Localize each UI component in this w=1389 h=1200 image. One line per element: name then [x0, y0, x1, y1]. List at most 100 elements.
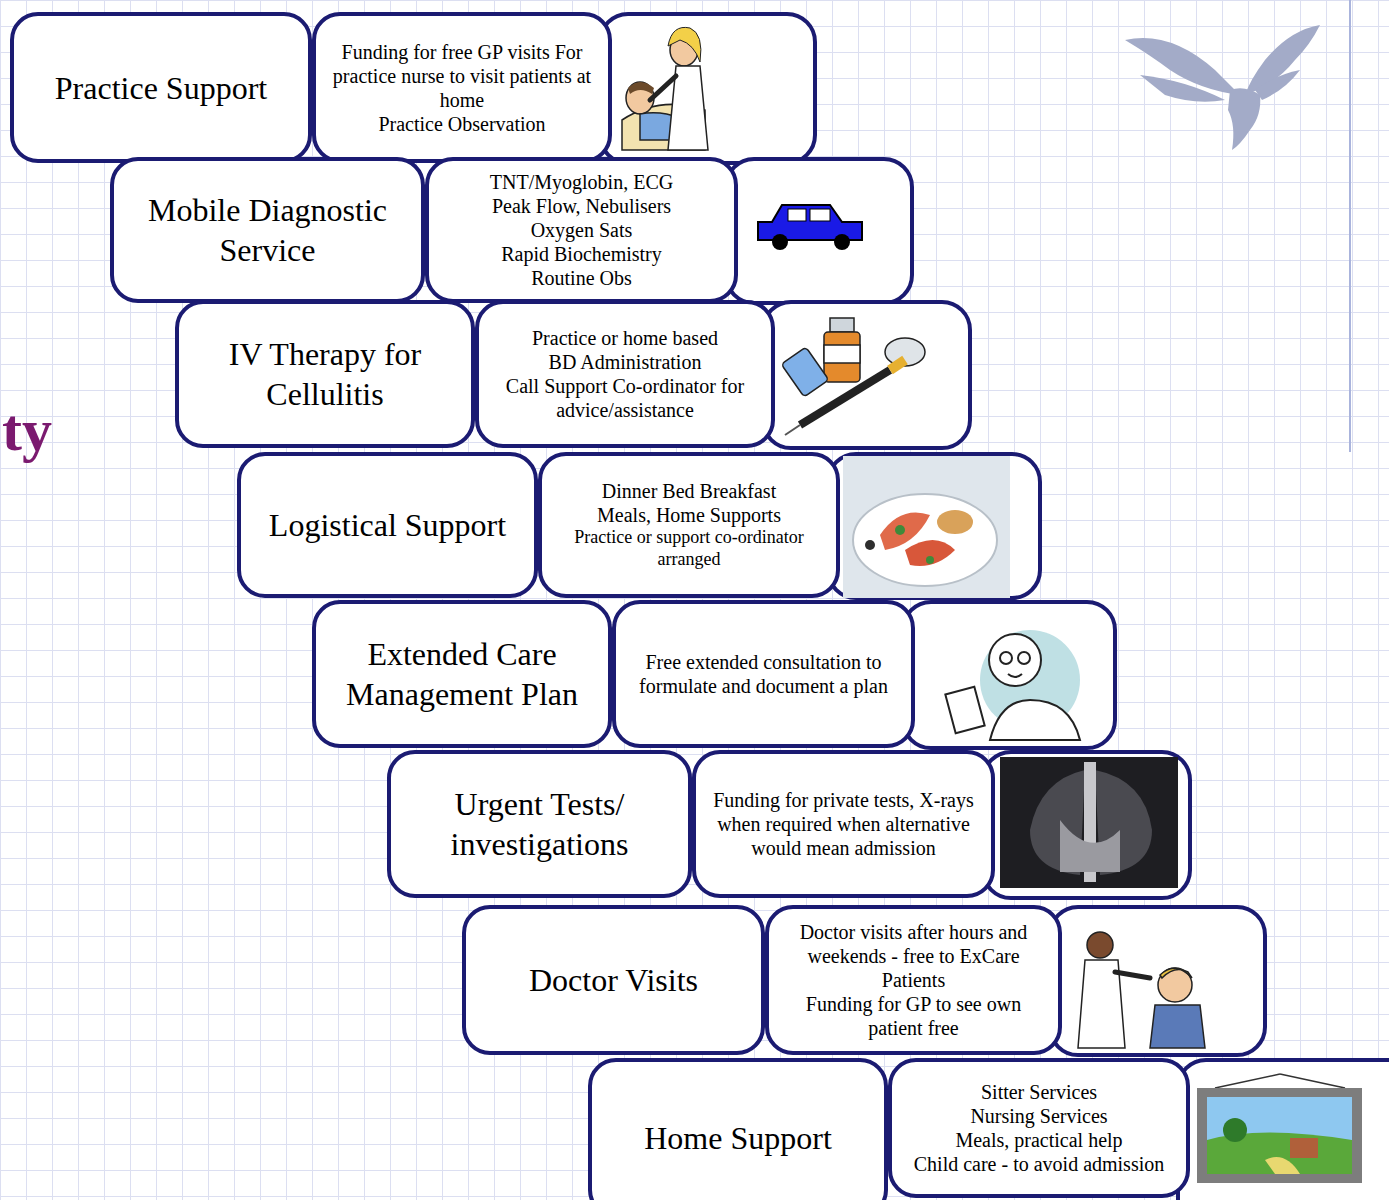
service-box: Urgent Tests/ investigations — [387, 750, 692, 898]
description-box: Dinner Bed BreakfastMeals, Home Supports… — [538, 452, 840, 598]
service-name: Doctor Visits — [529, 960, 698, 1000]
service-detail: Rapid Biochemistry — [501, 242, 662, 266]
nurse-hair — [668, 27, 701, 62]
service-detail: Peak Flow, Nebulisers — [492, 194, 671, 218]
patient-hair — [628, 82, 654, 94]
service-detail: Sitter Services — [981, 1080, 1097, 1104]
service-name: Practice Support — [55, 68, 267, 108]
doctor-coat — [990, 700, 1080, 740]
doctor-head — [1087, 932, 1113, 958]
vial-label — [824, 345, 860, 363]
service-box: Practice Support — [10, 12, 312, 163]
picture-box — [600, 14, 815, 163]
child-head — [1158, 968, 1192, 1002]
nurse-arm — [650, 76, 676, 100]
service-detail: TNT/Myoglobin, ECG — [490, 170, 673, 194]
service-detail: Routine Obs — [531, 266, 632, 290]
garnish — [926, 556, 934, 564]
xray-photo — [1000, 757, 1178, 888]
service-box: IV Therapy for Cellulitis — [175, 300, 475, 448]
picture-box — [903, 602, 1115, 748]
picture-box — [726, 159, 912, 303]
description-box: TNT/Myoglobin, ECGPeak Flow, NebulisersO… — [425, 157, 738, 303]
picture-box — [1178, 1060, 1389, 1200]
service-detail: Call Support Co-ordinator for advice/ass… — [483, 374, 767, 422]
service-detail: Funding for free GP visits For practice … — [320, 40, 604, 112]
service-detail: BD Administration — [549, 350, 702, 374]
syringe-needle — [785, 425, 800, 435]
service-detail: Funding for GP to see own patient free — [781, 992, 1046, 1040]
logo-wing — [1140, 75, 1225, 102]
picture-box — [1050, 907, 1265, 1055]
vial — [781, 347, 829, 397]
hanging-wire — [1280, 1074, 1345, 1088]
nurse-illustration — [622, 27, 708, 150]
logo-head — [1255, 70, 1300, 100]
service-detail: Funding for private tests, X-rays when r… — [713, 788, 975, 860]
car-window — [810, 209, 830, 221]
doctor-head — [989, 634, 1041, 686]
service-name: Extended Care Management Plan — [328, 634, 596, 714]
food — [905, 540, 955, 566]
service-detail: Free extended consultation to formulate … — [634, 650, 894, 698]
service-box: Mobile Diagnostic Service — [110, 157, 425, 303]
service-box: Home Support — [588, 1058, 888, 1200]
glasses — [1000, 652, 1012, 664]
logo-body — [1228, 88, 1260, 150]
syringe-plunger — [890, 360, 905, 370]
description-box: Sitter ServicesNursing ServicesMeals, pr… — [888, 1058, 1190, 1198]
service-box: Logistical Support — [237, 452, 538, 598]
path — [1265, 1157, 1300, 1174]
framed-picture — [1197, 1074, 1362, 1183]
child-body — [1150, 1005, 1205, 1048]
description-box: Practice or home basedBD AdministrationC… — [475, 300, 775, 448]
picture-box — [983, 752, 1190, 898]
title-fragment: ty — [2, 400, 52, 460]
tree — [1223, 1118, 1247, 1142]
glasses — [1018, 652, 1030, 664]
syringe-barrel — [800, 370, 890, 425]
service-name: Mobile Diagnostic Service — [126, 190, 409, 270]
bread — [937, 510, 973, 534]
doctor-child-illustration — [1078, 932, 1205, 1048]
divider-line — [1349, 0, 1351, 452]
service-box: Doctor Visits — [462, 905, 765, 1055]
garnish — [895, 525, 905, 535]
food-photo — [843, 456, 1010, 598]
house — [1290, 1138, 1318, 1158]
car-body — [758, 205, 862, 240]
service-box: Extended Care Management Plan — [312, 600, 612, 748]
description-box: Doctor visits after hours and weekends -… — [765, 905, 1062, 1055]
service-name: Logistical Support — [269, 505, 506, 545]
service-name: IV Therapy for Cellulitis — [191, 334, 459, 414]
hanging-wire — [1215, 1074, 1280, 1088]
service-detail: Nursing Services — [970, 1104, 1107, 1128]
doctor-arm — [1115, 972, 1150, 978]
service-detail: Oxygen Sats — [531, 218, 633, 242]
description-box: Funding for free GP visits For practice … — [312, 12, 612, 163]
photo-ground — [843, 456, 1010, 598]
frame — [1197, 1088, 1362, 1183]
vial-cap — [830, 318, 854, 332]
car-wheel — [772, 234, 788, 250]
service-detail: Meals, Home Supports — [597, 503, 781, 527]
service-name: Home Support — [644, 1118, 832, 1158]
car-wheel — [834, 234, 850, 250]
picture-box — [763, 302, 970, 448]
logo — [1125, 25, 1320, 150]
service-detail: Dinner Bed Breakfast — [602, 479, 776, 503]
service-detail: Practice or support co-ordinator arrange… — [546, 527, 832, 570]
service-detail: Practice or home based — [532, 326, 718, 350]
service-detail: Doctor visits after hours and weekends -… — [781, 920, 1046, 992]
smile — [1008, 674, 1022, 677]
heart-shadow — [1060, 820, 1120, 872]
picture-box — [828, 454, 1040, 598]
olive — [865, 540, 875, 550]
xray-ground — [1000, 757, 1178, 888]
service-detail: Child care - to avoid admission — [914, 1152, 1165, 1176]
description-box: Funding for private tests, X-rays when r… — [692, 750, 995, 898]
service-detail: Practice Observation — [378, 112, 545, 136]
service-detail: Meals, practical help — [955, 1128, 1122, 1152]
vial — [824, 332, 860, 382]
